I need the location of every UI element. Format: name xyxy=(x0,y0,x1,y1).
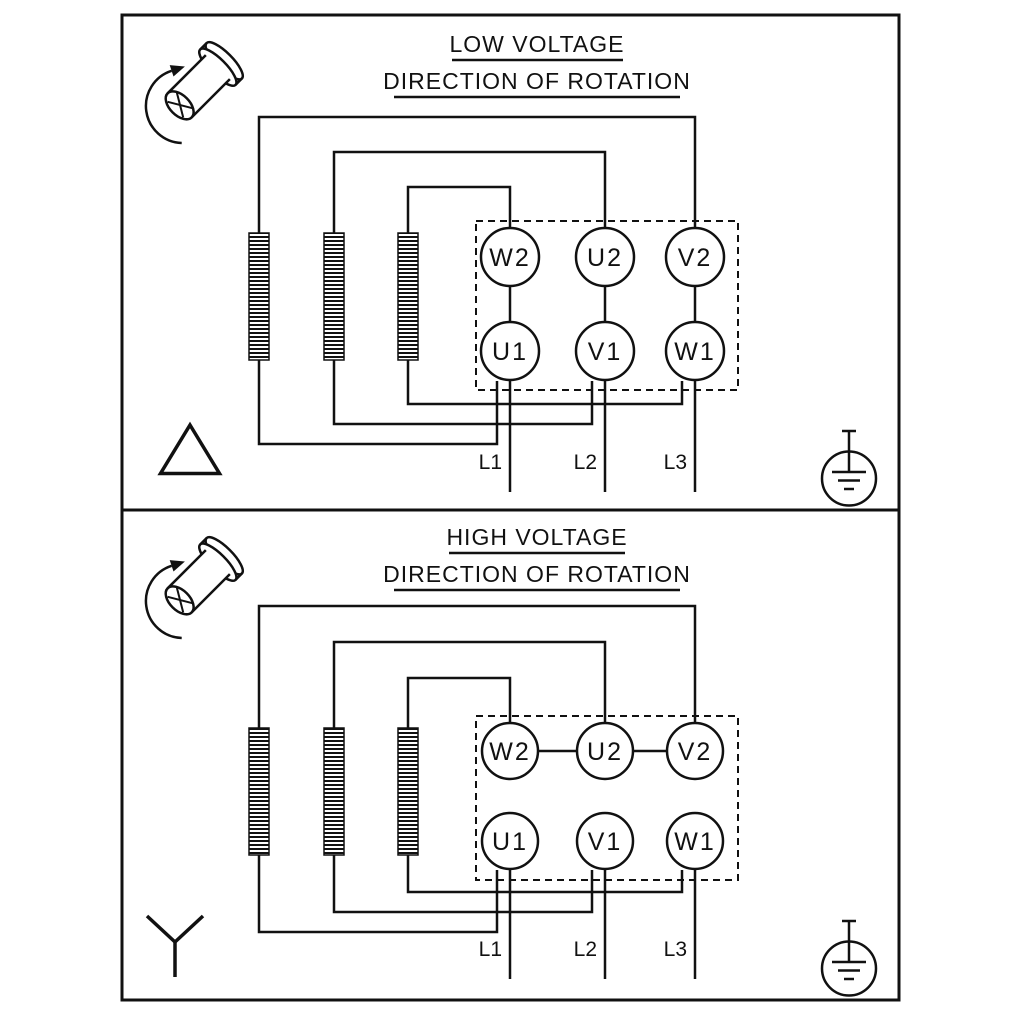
terminal-w2: W2 xyxy=(480,721,540,781)
terminal-u1: U1 xyxy=(480,811,540,871)
terminal-label: V1 xyxy=(588,338,623,366)
winding-coil-1 xyxy=(248,232,270,361)
terminal-label: W2 xyxy=(489,244,531,272)
stator-windings xyxy=(248,727,419,856)
lead-label-l2: L2 xyxy=(574,451,597,474)
winding-coil-2 xyxy=(323,232,345,361)
terminal-u2: U2 xyxy=(575,721,635,781)
terminal-u2: U2 xyxy=(574,226,636,288)
delta-links xyxy=(508,286,697,322)
panel-title: LOW VOLTAGE xyxy=(449,31,624,57)
rotation-arrow-arc xyxy=(144,564,182,640)
terminal-u1: U1 xyxy=(479,320,541,382)
shaft-rotation-icon xyxy=(144,535,245,640)
terminal-label: U2 xyxy=(587,244,623,272)
panel-high-voltage: HIGH VOLTAGE DIRECTION OF ROTATION xyxy=(120,508,901,1002)
winding-coil-1 xyxy=(248,727,270,856)
panel-title: HIGH VOLTAGE xyxy=(446,524,627,550)
terminal-v1: V1 xyxy=(575,811,635,871)
panel-subtitle: DIRECTION OF ROTATION xyxy=(383,68,691,94)
supply-leads: L1 L2 L3 xyxy=(479,380,697,492)
winding-coil-3 xyxy=(397,232,419,361)
winding-coil-3 xyxy=(397,727,419,856)
panel-low-voltage: LOW VOLTAGE DIRECTION OF ROTATION xyxy=(120,13,901,512)
lead-label-l3: L3 xyxy=(664,938,687,961)
lead-label-l2: L2 xyxy=(574,938,597,961)
terminal-v2: V2 xyxy=(664,226,726,288)
terminal-label: W1 xyxy=(674,828,716,856)
lead-label-l3: L3 xyxy=(664,451,687,474)
terminal-v1: V1 xyxy=(574,320,636,382)
terminal-w1: W1 xyxy=(665,811,725,871)
terminal-w1: W1 xyxy=(664,320,726,382)
stator-windings xyxy=(248,232,419,361)
terminal-label: W1 xyxy=(674,338,716,366)
rotation-arrow-arc xyxy=(144,69,182,145)
winding-wires xyxy=(257,115,697,446)
panel-subtitle: DIRECTION OF ROTATION xyxy=(383,561,691,587)
rotation-arrow-head xyxy=(169,65,185,77)
delta-connection-icon xyxy=(157,421,223,476)
panel-border xyxy=(120,508,901,1002)
earth-ground-icon xyxy=(820,429,878,507)
supply-leads: L1 L2 L3 xyxy=(479,869,697,979)
earth-ground-icon xyxy=(820,919,878,997)
terminal-label: U1 xyxy=(492,828,528,856)
shaft-rotation-icon xyxy=(144,40,245,145)
terminal-label: W2 xyxy=(489,738,531,766)
terminal-label: V2 xyxy=(678,738,713,766)
terminal-label: U2 xyxy=(587,738,623,766)
terminal-w2: W2 xyxy=(479,226,541,288)
lead-label-l1: L1 xyxy=(479,938,502,961)
star-connection-icon xyxy=(145,914,205,977)
winding-coil-2 xyxy=(323,727,345,856)
terminal-box xyxy=(475,715,739,881)
terminal-label: V1 xyxy=(588,828,623,856)
terminal-v2: V2 xyxy=(665,721,725,781)
terminal-label: U1 xyxy=(492,338,528,366)
terminal-label: V2 xyxy=(678,244,713,272)
rotation-arrow-head xyxy=(169,560,185,572)
lead-label-l1: L1 xyxy=(479,451,502,474)
